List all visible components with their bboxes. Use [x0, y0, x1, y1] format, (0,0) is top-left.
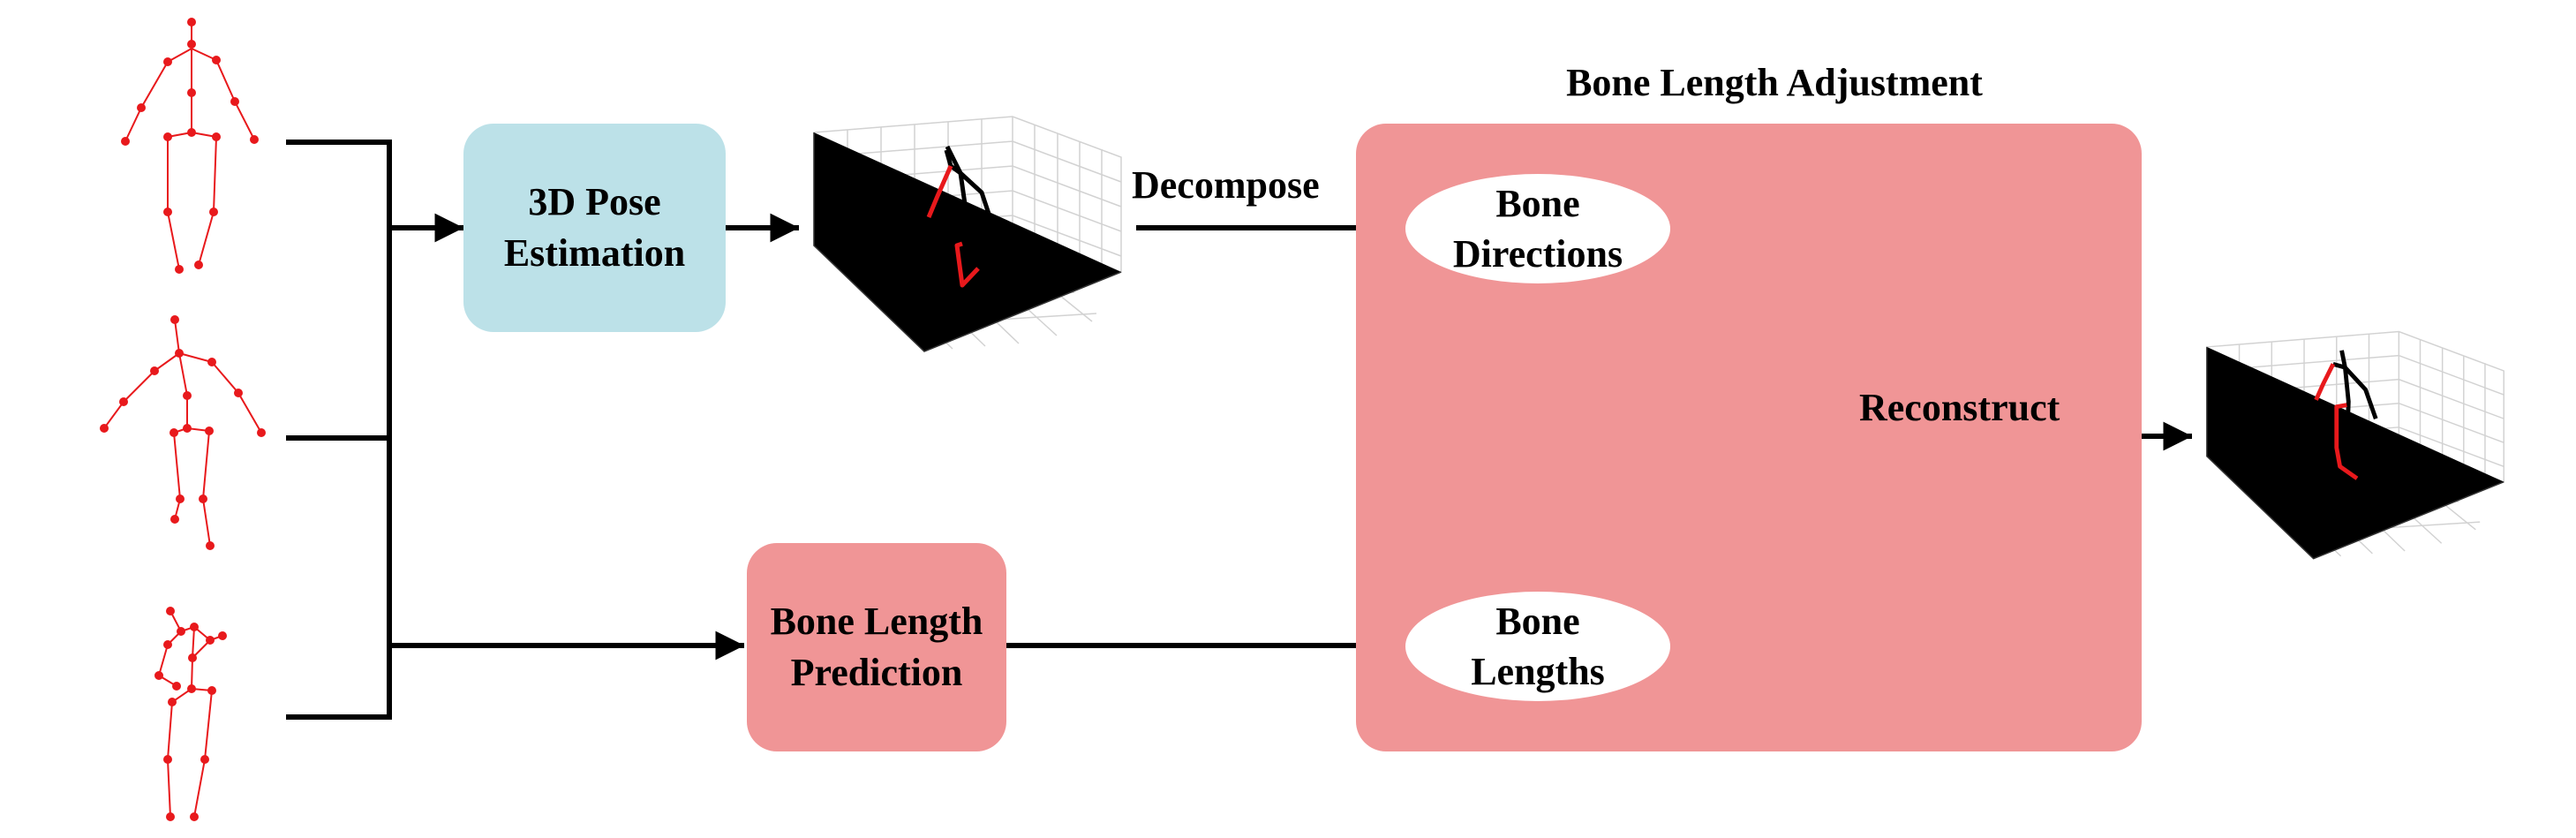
bone-lengths-label-line1: Bone — [1495, 599, 1580, 643]
input-bracket — [286, 140, 392, 720]
bone-directions-label-line2: Directions — [1452, 232, 1623, 276]
pose-estimation-label-line1: 3D Pose — [528, 179, 661, 223]
3d-pose-plot-icon — [813, 116, 1122, 352]
bone-directions-node: Bone Directions — [1405, 174, 1670, 283]
2d-skeleton-icon — [154, 607, 227, 821]
bone-length-prediction-label-line1: Bone Length — [770, 599, 983, 643]
adjustment-title: Bone Length Adjustment — [1566, 61, 1983, 104]
pose-estimation-label-line2: Estimation — [503, 231, 686, 275]
pose-estimation-box: 3D Pose Estimation — [463, 124, 726, 332]
reconstruct-label: Reconstruct — [1859, 386, 2060, 429]
bone-lengths-label-line2: Lengths — [1471, 650, 1605, 693]
3d-pose-plot-icon — [2206, 330, 2504, 560]
2d-skeleton-icon — [100, 315, 266, 550]
2d-skeleton-icon — [121, 18, 259, 274]
bone-length-prediction-box: Bone Length Prediction — [747, 543, 1006, 751]
decompose-label: Decompose — [1132, 163, 1320, 207]
bone-lengths-node: Bone Lengths — [1405, 592, 1670, 701]
bone-length-prediction-label-line2: Prediction — [790, 651, 963, 694]
bone-directions-label-line1: Bone — [1495, 181, 1580, 225]
